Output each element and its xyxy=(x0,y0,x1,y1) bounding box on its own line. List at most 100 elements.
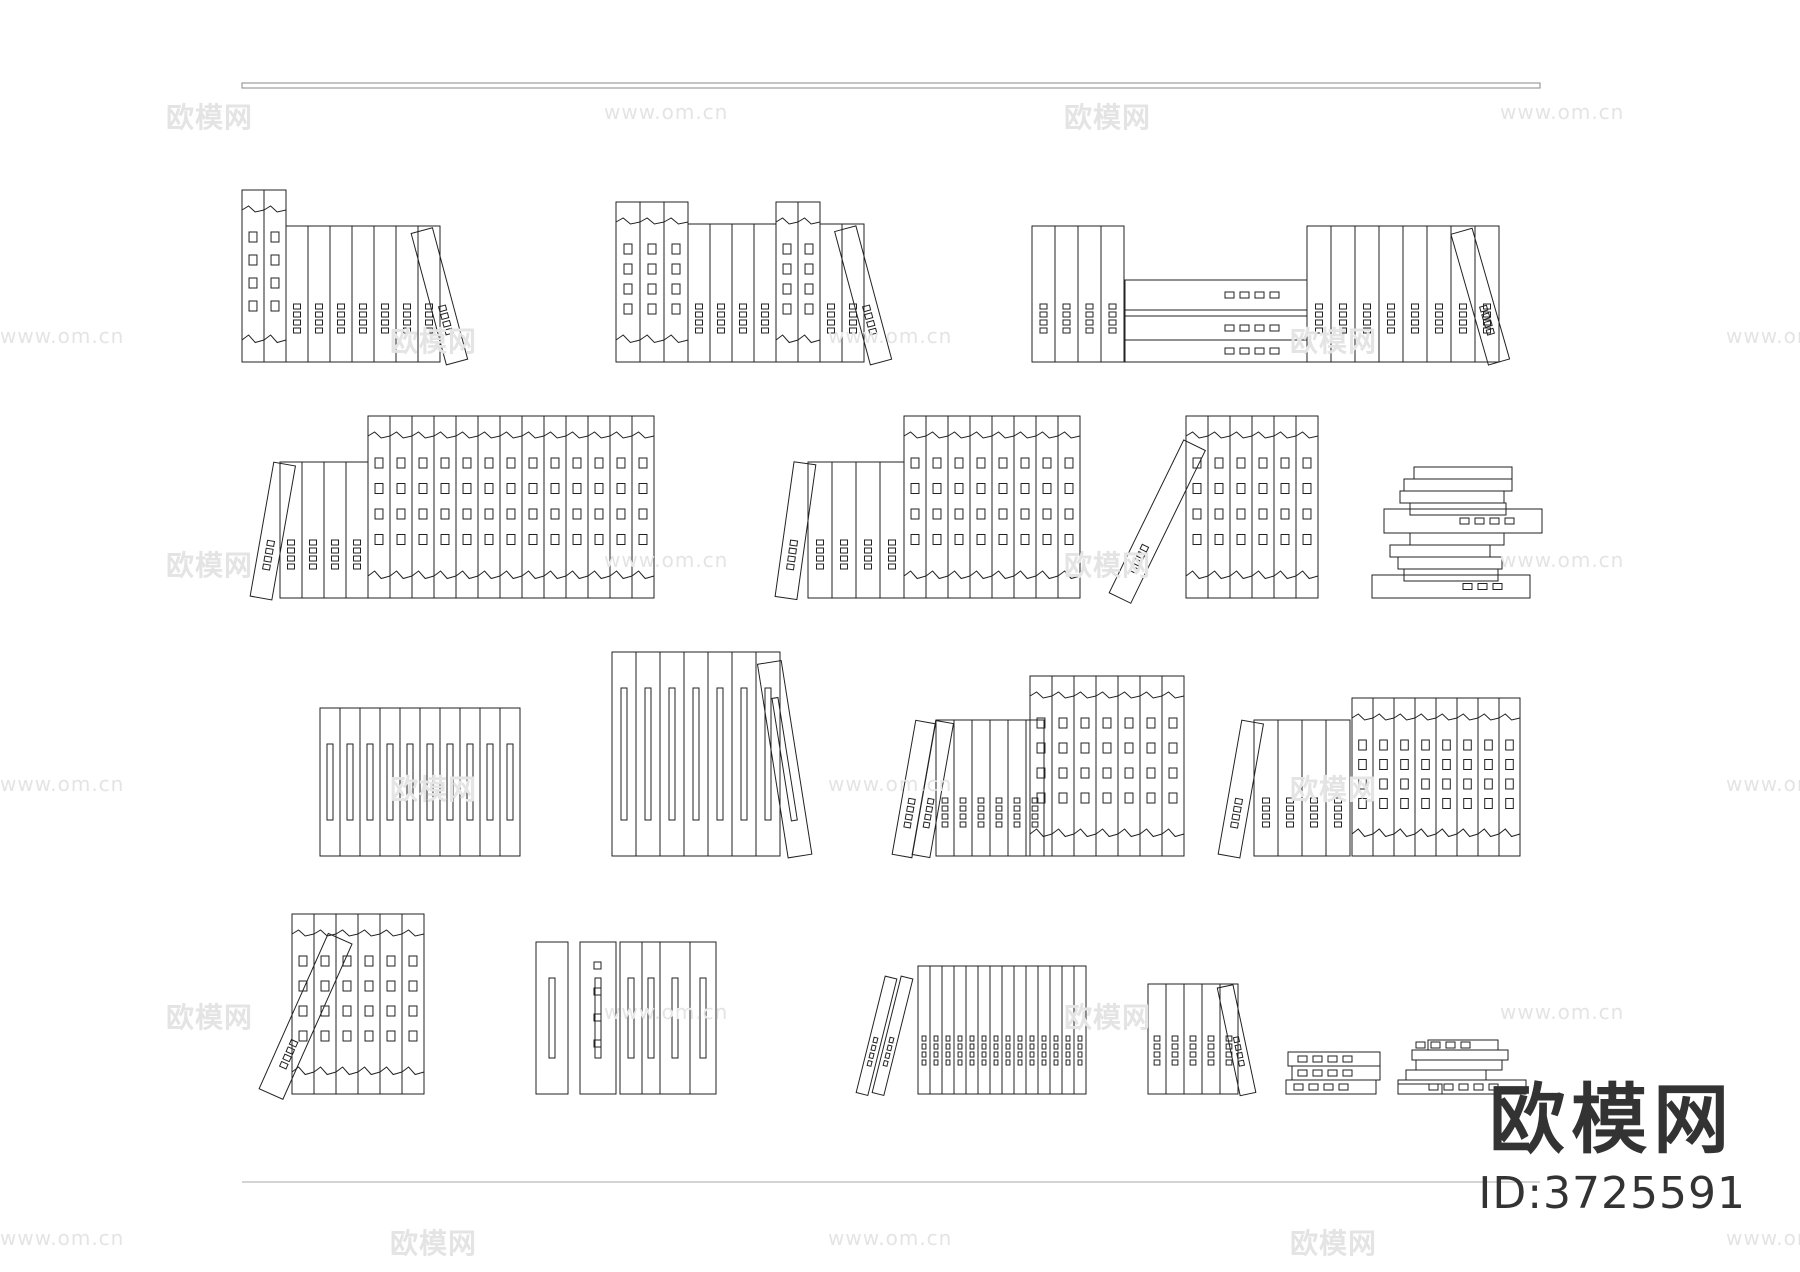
book-tall xyxy=(1185,415,1209,599)
book-group xyxy=(935,719,1045,857)
book-tall xyxy=(1013,415,1037,599)
book-plain xyxy=(339,707,361,857)
book-tall xyxy=(639,201,665,363)
book-lying xyxy=(1409,532,1505,546)
watermark-logo: 欧模网 xyxy=(1064,549,1152,582)
book-short xyxy=(989,719,1009,857)
book-short xyxy=(953,719,973,857)
book-short xyxy=(871,975,914,1097)
book-group xyxy=(1031,225,1125,363)
book-group xyxy=(258,913,425,1100)
book-short xyxy=(249,461,297,601)
book-short xyxy=(1217,719,1265,859)
watermark-url: www.om.cn xyxy=(828,772,953,796)
book-short xyxy=(753,223,777,363)
book-short xyxy=(855,975,898,1097)
book-short xyxy=(329,225,353,363)
book-lying xyxy=(1397,556,1503,570)
book-short xyxy=(1426,225,1452,363)
book-lying xyxy=(1413,466,1513,480)
brand-logo: 欧模网 xyxy=(1489,1075,1736,1164)
book-short xyxy=(1108,439,1206,604)
book-tall xyxy=(543,415,567,599)
book-short xyxy=(1474,225,1500,363)
book-short xyxy=(709,223,733,363)
book-short xyxy=(417,225,441,363)
book-tall xyxy=(1435,697,1458,857)
watermark-url: www.om.cn xyxy=(828,324,953,348)
book-tall xyxy=(291,913,315,1095)
book-leaning xyxy=(911,719,955,859)
book-plain xyxy=(535,941,569,1095)
book-tall xyxy=(1057,415,1081,599)
book-short xyxy=(807,461,833,599)
watermark-url: www.om.cn xyxy=(0,324,125,348)
book-leaning xyxy=(774,461,817,601)
watermark-logo: 欧模网 xyxy=(1064,101,1152,134)
book-short xyxy=(1183,983,1203,1095)
book-short xyxy=(911,719,955,859)
book-short xyxy=(1378,225,1404,363)
book-elevations xyxy=(241,189,1543,1100)
book-tall xyxy=(947,415,971,599)
book-short xyxy=(971,719,991,857)
book-short xyxy=(1054,225,1079,363)
book-plain xyxy=(683,651,709,857)
watermark-url: www.om.cn xyxy=(1500,1000,1625,1024)
book-plain xyxy=(731,651,757,857)
book-leaning xyxy=(1450,227,1511,366)
book-group xyxy=(917,965,1087,1095)
book-group xyxy=(903,415,1081,599)
book-short xyxy=(307,225,331,363)
book-tall xyxy=(263,189,287,363)
book-tall xyxy=(631,415,655,599)
book-group xyxy=(241,189,469,366)
book-lying xyxy=(1124,315,1308,341)
book-short xyxy=(285,225,309,363)
book-short xyxy=(1037,965,1051,1095)
drawing-frame xyxy=(241,82,1541,1183)
book-short xyxy=(1025,965,1039,1095)
book-leaning xyxy=(258,932,353,1100)
watermark-url: www.om.cn xyxy=(1726,1226,1800,1250)
book-tall xyxy=(379,913,403,1095)
book-tall xyxy=(1393,697,1416,857)
book-tall xyxy=(1498,697,1521,857)
book-tall xyxy=(1414,697,1437,857)
watermark-url: www.om.cn xyxy=(1500,100,1625,124)
book-lying xyxy=(1124,279,1308,311)
book-stack xyxy=(1397,1039,1527,1095)
book-short xyxy=(1100,225,1125,363)
book-tall xyxy=(615,201,641,363)
book-short xyxy=(774,461,817,601)
book-short xyxy=(1216,984,1257,1097)
book-group xyxy=(1253,719,1351,857)
book-short xyxy=(1306,225,1332,363)
book-group xyxy=(1185,415,1319,599)
watermark-logo: 欧模网 xyxy=(166,549,254,582)
watermark-url: www.om.cn xyxy=(604,100,729,124)
book-stack xyxy=(1285,1051,1381,1095)
book-lying xyxy=(1371,574,1531,599)
book-tall xyxy=(1456,697,1479,857)
book-plain xyxy=(707,651,733,857)
book-tall xyxy=(1251,415,1275,599)
book-short xyxy=(731,223,755,363)
book-group xyxy=(1029,675,1185,857)
book-lying xyxy=(1389,544,1491,558)
book-tall xyxy=(433,415,457,599)
book-short xyxy=(258,932,353,1100)
brand-stamp: 欧模网 ID:3725591 xyxy=(1478,1082,1746,1216)
book-tall xyxy=(1095,675,1119,857)
book-leaning xyxy=(834,225,893,366)
book-tall xyxy=(925,415,949,599)
book-leaning xyxy=(855,975,898,1097)
book-short xyxy=(687,223,711,363)
book-tall xyxy=(1207,415,1231,599)
book-tall xyxy=(1477,697,1500,857)
book-tall xyxy=(1051,675,1075,857)
book-leaning xyxy=(1216,984,1257,1097)
book-lying xyxy=(1287,1051,1381,1067)
watermark-logo: 欧模网 xyxy=(1290,1227,1378,1260)
watermark-logo: 欧模网 xyxy=(166,101,254,134)
